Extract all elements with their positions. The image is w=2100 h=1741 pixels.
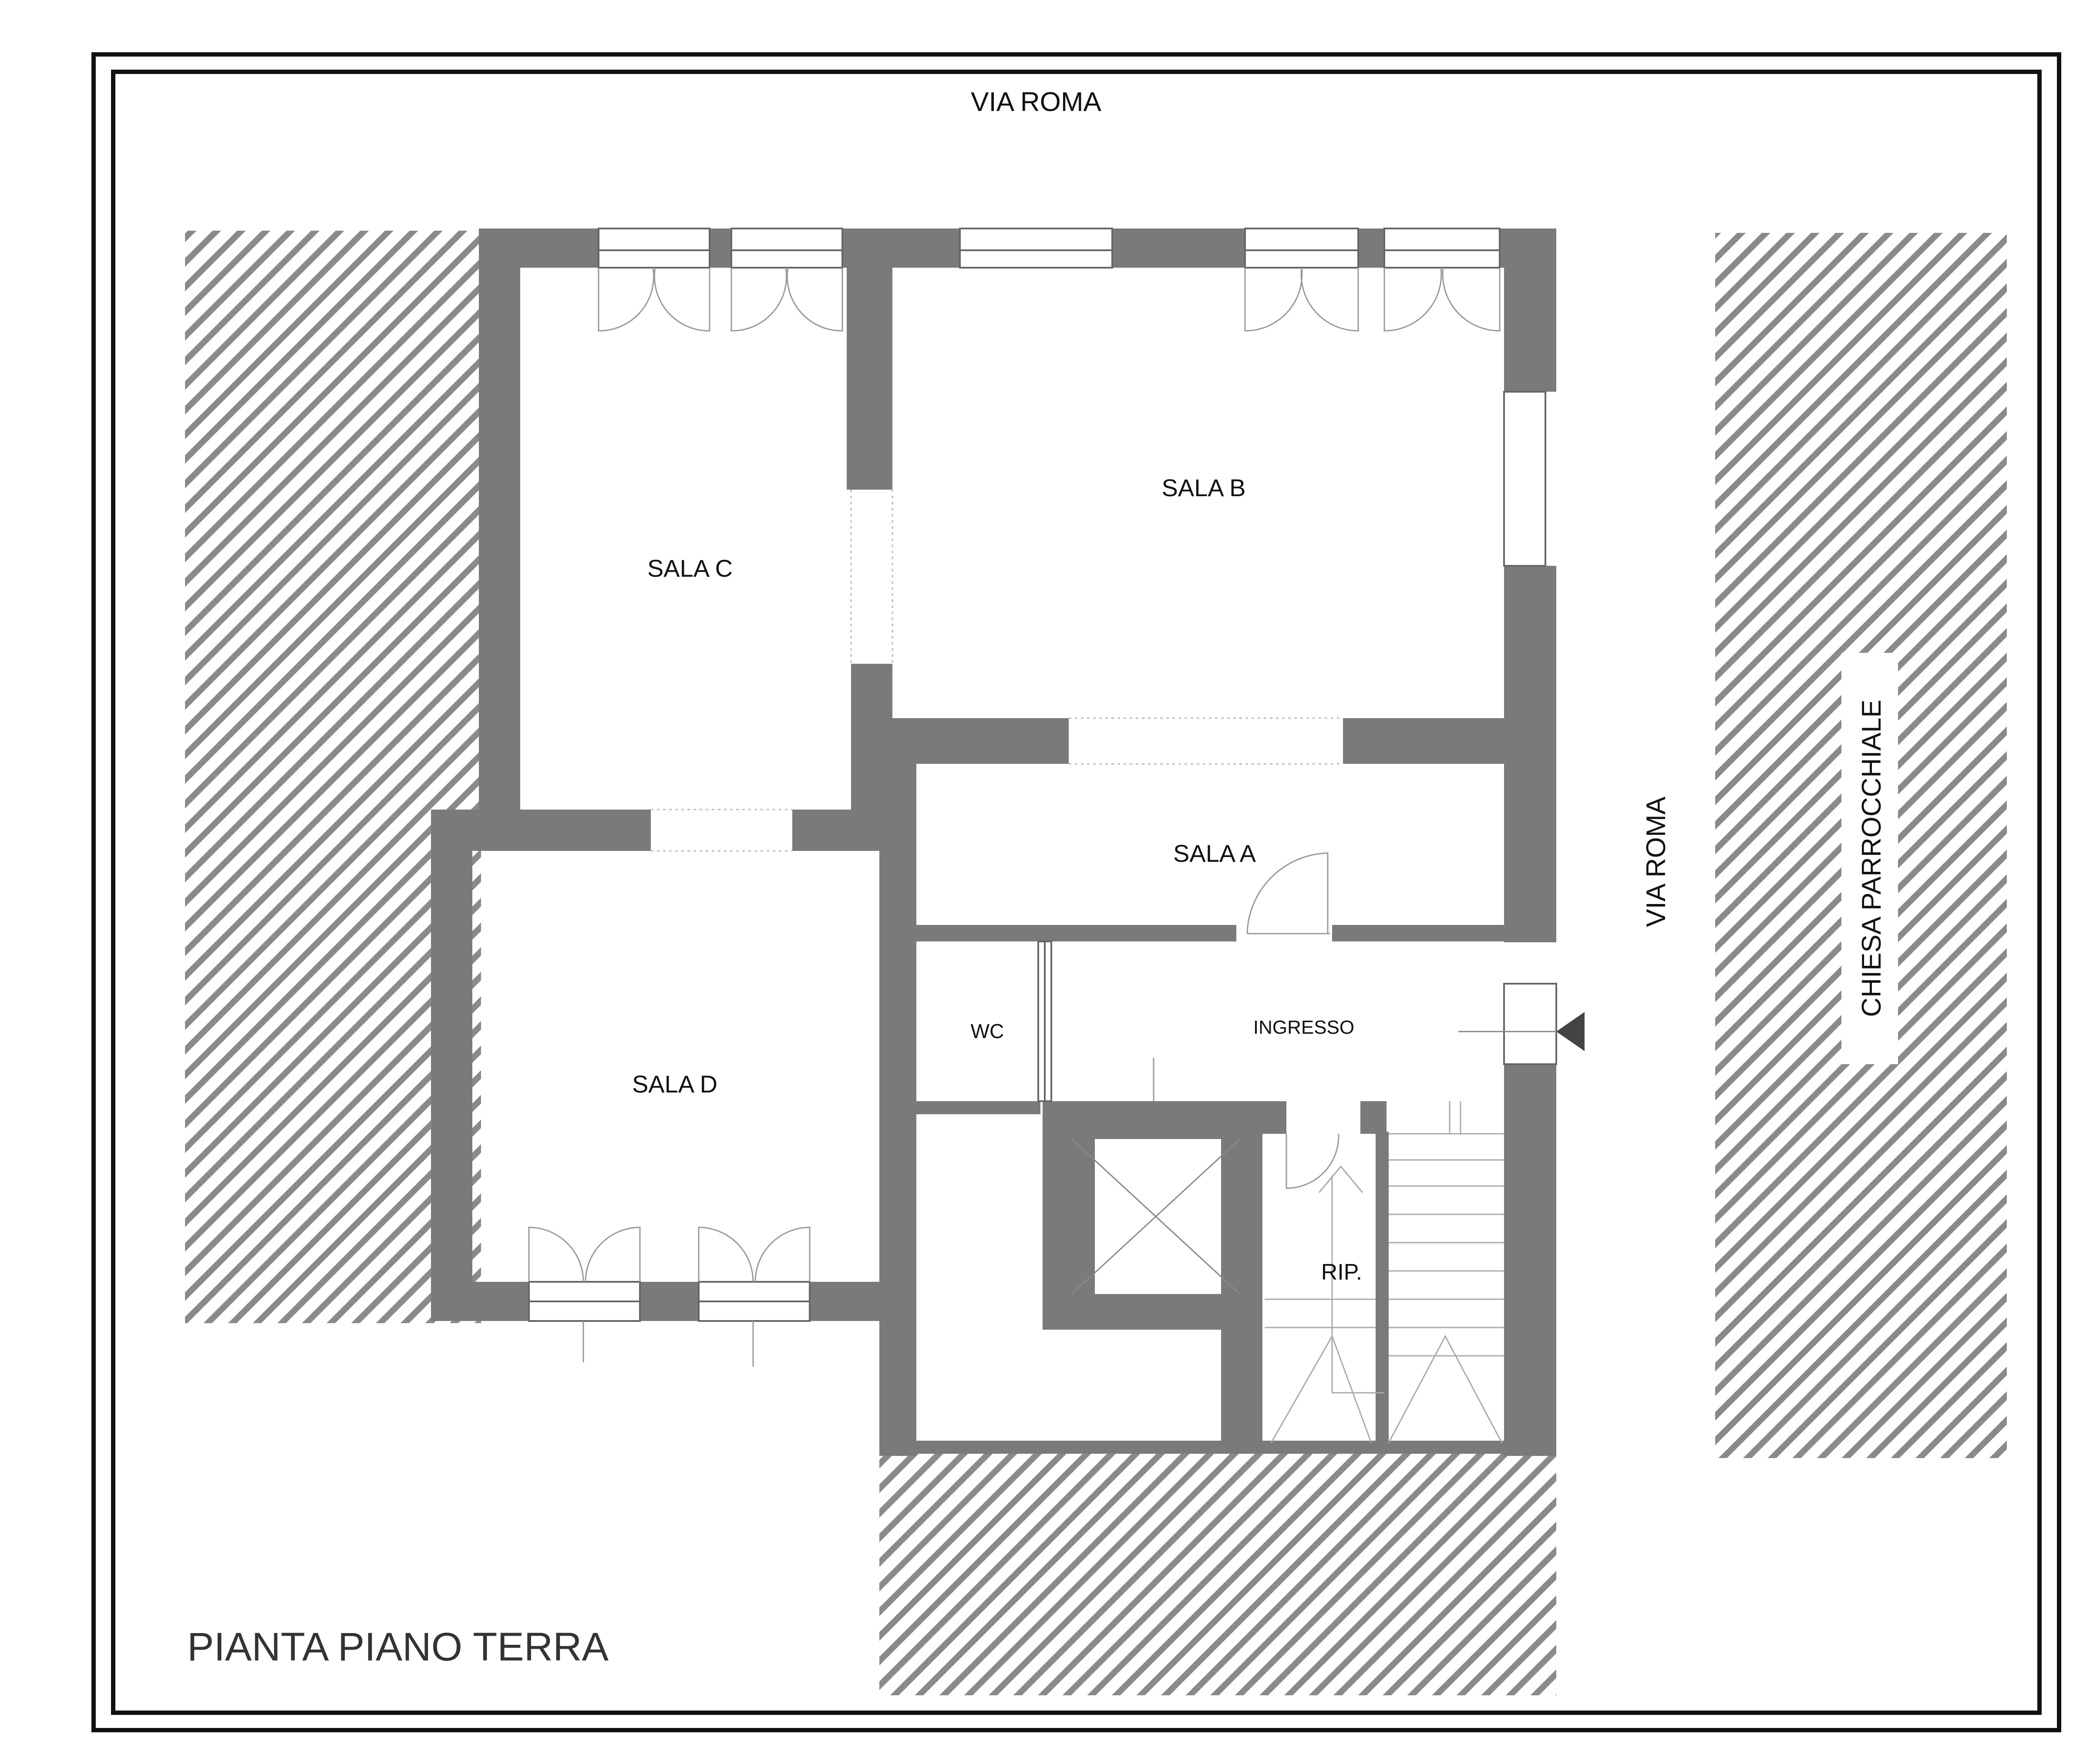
street-label-east: VIA ROMA	[1641, 796, 1671, 927]
church-label: CHIESA PARROCCHIALE	[1857, 699, 1887, 1017]
entrance-marker	[1458, 1012, 1585, 1051]
outer-frame	[91, 52, 2061, 1732]
walls	[431, 229, 1556, 1456]
plan-title: PIANTA PIANO TERRA	[187, 1625, 609, 1669]
room-label-ingresso: INGRESSO	[1253, 1017, 1354, 1038]
church-label-box	[1841, 653, 1898, 1064]
room-label-sala-b: SALA B	[1161, 474, 1245, 501]
window-mullions	[529, 249, 1500, 1302]
room-label-sala-c: SALA C	[647, 555, 733, 582]
street-label-north: VIA ROMA	[971, 87, 1101, 117]
room-label-wc: WC	[971, 1020, 1004, 1042]
inner-frame	[111, 70, 2042, 1715]
wc-door	[1037, 941, 1052, 1102]
room-label-sala-a: SALA A	[1173, 840, 1256, 867]
stairs	[1265, 1101, 1504, 1443]
hatched-area-south	[879, 1454, 1556, 1695]
door-swings	[528, 267, 1501, 1367]
room-label-rip: RIP.	[1321, 1260, 1362, 1285]
lift	[1066, 1133, 1246, 1300]
entrance-arrow-icon	[1556, 1012, 1585, 1051]
openings	[651, 490, 1343, 852]
room-label-sala-d: SALA D	[632, 1070, 717, 1098]
